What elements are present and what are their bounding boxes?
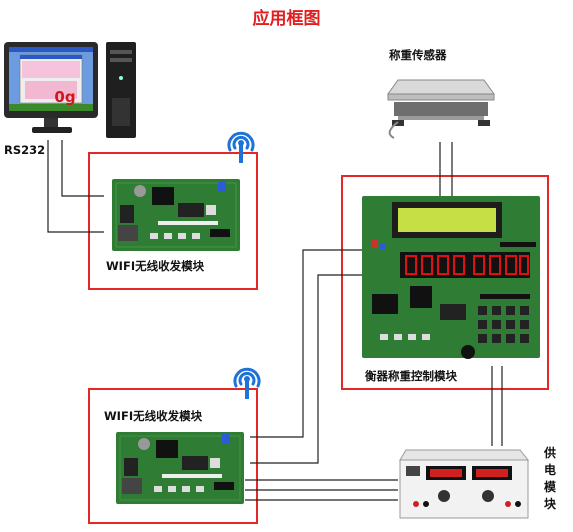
wifi-module-bottom-label: WIFI无线收发模块 <box>104 409 203 423</box>
wifi-board-image-bottom <box>116 432 244 504</box>
sensor-label: 称重传感器 <box>389 48 447 62</box>
wifi-module-top-frame <box>88 152 258 290</box>
pc-weight-readout: 0g <box>54 88 76 106</box>
wifi-board-image-top <box>112 179 240 251</box>
computer-icon <box>4 42 136 138</box>
wifi-signal-icon-top <box>227 131 255 163</box>
controller-board-image <box>362 196 540 359</box>
wifi-module-top-label: WIFI无线收发模块 <box>106 259 205 273</box>
rs232-label: RS232 <box>4 143 46 157</box>
wifi-signal-icon-bottom <box>233 367 261 399</box>
power-supply-image <box>399 449 530 519</box>
weighing-sensor-image <box>387 79 495 139</box>
power-supply-label: 供电模块 <box>543 446 556 511</box>
controller-label: 衡器称重控制模块 <box>365 369 457 383</box>
wifi-module-bottom-frame <box>88 388 258 524</box>
diagram-title: 应用框图 <box>252 9 321 29</box>
controller-frame <box>341 175 549 390</box>
